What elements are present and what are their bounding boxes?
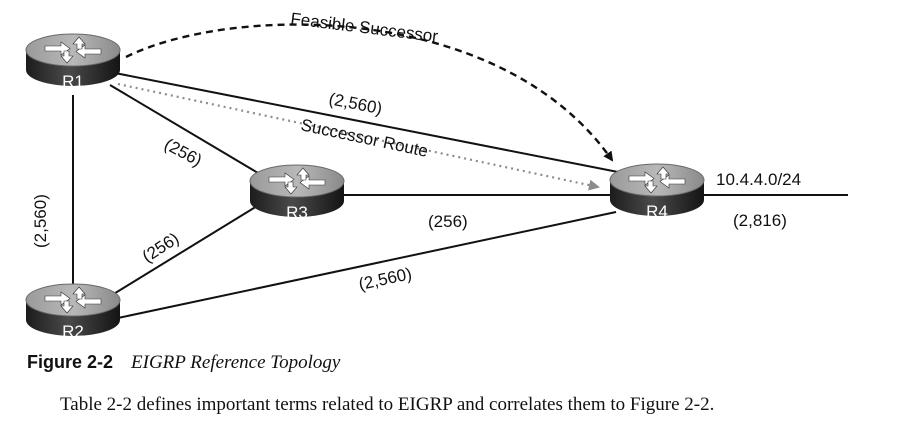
figure-caption: Figure 2-2 EIGRP Reference Topology <box>27 352 340 374</box>
network-label: 10.4.4.0/24 <box>716 170 801 189</box>
r3-r4-metric-label: (256) <box>428 212 468 231</box>
feasible-successor-path <box>125 23 614 162</box>
router-r4-label: R4 <box>646 202 668 221</box>
r1-r2-metric-label: (2,560) <box>31 194 50 248</box>
router-r2: R2 <box>25 283 121 341</box>
network-metric-label: (2,816) <box>733 211 787 230</box>
r1-r3-metric-label: (256) <box>161 135 205 170</box>
eigrp-topology-diagram: R1 R3 R4 R2 Feasible Successor Successor… <box>25 9 848 341</box>
figure-title: EIGRP Reference Topology <box>131 352 341 373</box>
r2-r3-metric-label: (256) <box>139 229 183 267</box>
link-r2-r3 <box>111 202 263 296</box>
router-r4: R4 <box>609 163 705 221</box>
link-r1-r4 <box>114 72 619 173</box>
link-r1-r3 <box>109 84 259 174</box>
router-r2-label: R2 <box>62 322 84 341</box>
router-r1-label: R1 <box>62 72 84 91</box>
feasible-successor-label: Feasible Successor <box>290 9 440 46</box>
link-r2-r4 <box>117 211 617 319</box>
r2-r4-metric-label: (2,560) <box>357 264 414 294</box>
figure-number: Figure 2-2 <box>27 352 114 372</box>
router-r3-label: R3 <box>286 203 308 222</box>
r1-r4-metric-label: (2,560) <box>327 89 384 118</box>
body-paragraph: Table 2-2 defines important terms relate… <box>60 394 715 415</box>
successor-route-path <box>117 82 600 191</box>
router-r3: R3 <box>249 164 345 222</box>
router-r1: R1 <box>25 33 121 91</box>
